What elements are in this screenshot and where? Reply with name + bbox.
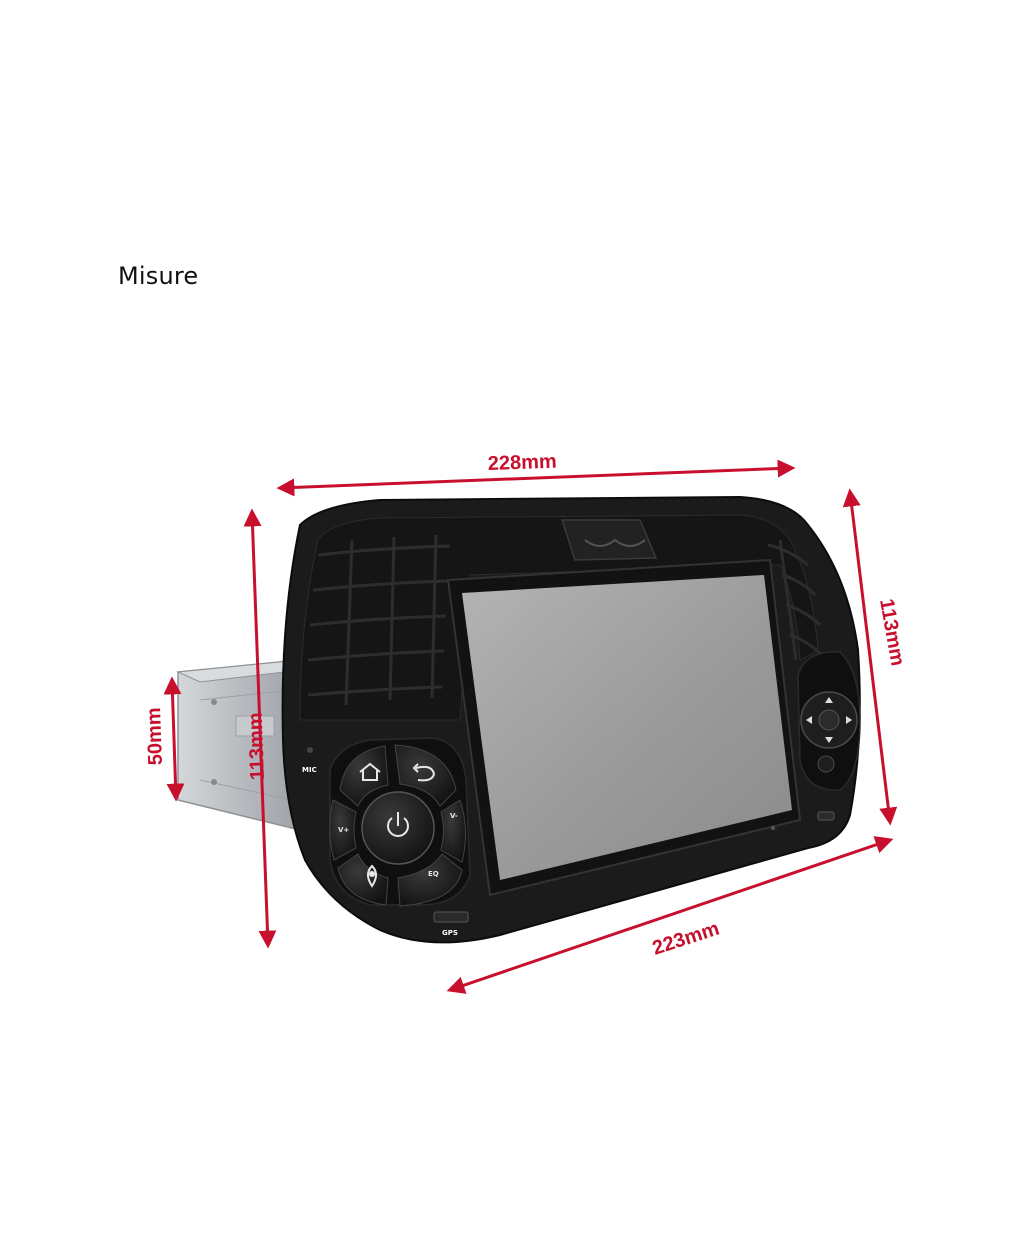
right-height-label: 113mm: [875, 597, 908, 668]
gps-slot: [433, 911, 469, 923]
power-button[interactable]: [361, 791, 435, 865]
left-air-vent: [307, 534, 451, 706]
right-height-arrow: [842, 488, 898, 826]
volume-down-label: V-: [450, 812, 458, 820]
top-clip: [560, 519, 658, 561]
volume-up-button[interactable]: [329, 799, 357, 861]
eq-label: EQ: [428, 870, 439, 878]
mic-hole: [307, 747, 313, 753]
top-width-label: 228mm: [487, 451, 557, 475]
power-icon: [387, 812, 409, 837]
card-slot: [817, 811, 835, 821]
mic-label: MIC: [302, 766, 317, 774]
bottom-width-label: 223mm: [650, 918, 722, 960]
left-height-label: 113mm: [245, 712, 269, 781]
housing-height-arrow: [163, 676, 185, 802]
bottom-width-arrow: [446, 836, 894, 994]
left-control-panel: V+ V- EQ MIC GPS: [302, 737, 471, 937]
page-title: Misure: [118, 262, 199, 290]
left-height-arrow: [243, 508, 277, 949]
home-icon: [359, 762, 381, 781]
gps-label: GPS: [442, 929, 458, 937]
housing-height-label: 50mm: [143, 707, 167, 766]
navigation-button[interactable]: [337, 853, 389, 906]
back-arrow-icon: [412, 763, 436, 782]
down-arrow-icon: [825, 737, 833, 743]
right-air-vent: [767, 539, 824, 661]
left-arrow-icon: [806, 716, 812, 724]
up-arrow-icon: [825, 697, 833, 703]
volume-up-label: V+: [338, 826, 349, 834]
top-width-arrow: [276, 459, 796, 497]
back-button[interactable]: [394, 744, 457, 807]
location-pin-icon: [367, 864, 377, 888]
touch-screen: [446, 558, 802, 897]
right-small-button[interactable]: [817, 755, 835, 773]
